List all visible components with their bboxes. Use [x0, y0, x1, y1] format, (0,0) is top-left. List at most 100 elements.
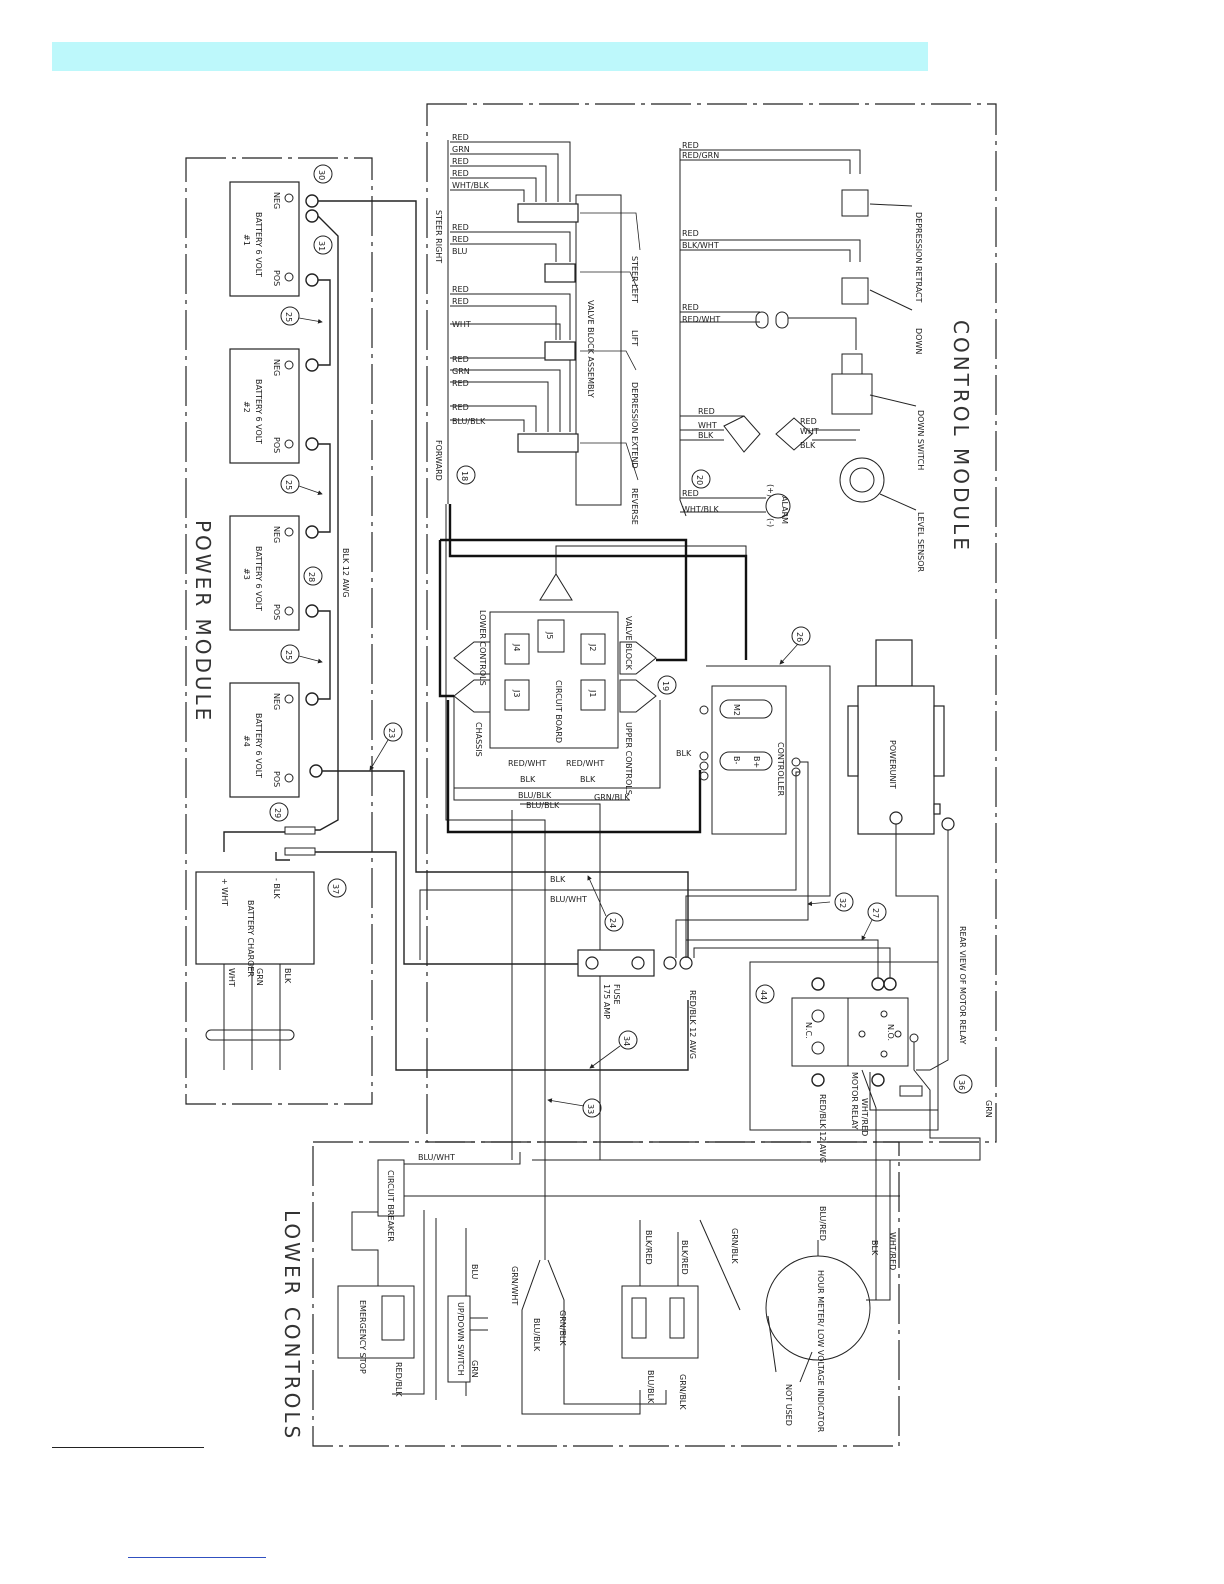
circuit-board-label: CIRCUIT BOARD [554, 680, 563, 743]
forward-label: FORWARD [434, 440, 443, 481]
lc-wire-10: BLU/BLK [646, 1370, 655, 1404]
rs-wire-d0: RED [698, 407, 715, 416]
wire-blk-1: BLK [520, 775, 536, 784]
vb-wire-lift-0: RED [452, 223, 469, 232]
lift-label: LIFT [630, 330, 639, 346]
vb-wire-bot-2: RED [452, 379, 469, 388]
battery-charger [195, 871, 315, 965]
charger-plus: + WHT [220, 878, 229, 906]
cb-j3: J3 [512, 689, 521, 697]
battery-3-num: #3 [242, 568, 251, 580]
alarm-plus: (+) [766, 484, 775, 497]
cb-upper-controls: UPPER CONTROLS [624, 722, 633, 795]
battery-4 [229, 682, 300, 798]
lc-wire-6: BLU [470, 1264, 479, 1280]
power-module-border [185, 157, 373, 1105]
lc-wire-0: BLU/WHT [418, 1153, 455, 1162]
callout-30: 30 [317, 170, 326, 180]
not-used-label: NOT USED [784, 1384, 793, 1426]
battery-1 [229, 181, 300, 297]
vb-wire-dep-2: WHT [452, 320, 471, 329]
vb-wire-lift-1: RED [452, 235, 469, 244]
valve-block-assembly [575, 194, 622, 506]
rs-wire-d1: WHT [698, 421, 717, 430]
motor-relay-label: MOTOR RELAY [850, 1072, 859, 1130]
alarm-label: ALARM [780, 496, 789, 524]
control-module-title: CONTROL MODULE [949, 320, 973, 553]
lc-wire-9: BLU/BLK [532, 1318, 541, 1352]
motor-relay-nc: N.C. [804, 1022, 813, 1039]
fuse-rating: 175 AMP [602, 984, 611, 1019]
battery-3-neg: NEG [272, 526, 281, 543]
lc-wire-12: RED/BLK [394, 1362, 403, 1397]
vb-wire-bot-0: RED [452, 355, 469, 364]
rs-wire-f1: WHT/BLK [682, 505, 719, 514]
wire-redblk12: RED/BLK 12 AWG [688, 990, 697, 1059]
battery-2-pos: POS [272, 437, 281, 453]
vb-wire-bot-3: RED [452, 403, 469, 412]
lc-wire-5: GRN/WHT [510, 1266, 519, 1305]
charger-minus: - BLK [272, 878, 281, 899]
rs-wire-c0: RED [682, 303, 699, 312]
motor-relay-rear-view: REAR VIEW OF MOTOR RELAY [958, 926, 967, 1045]
lower-controls-title: LOWER CONTROLS [280, 1210, 304, 1441]
battery-1-pos: POS [272, 270, 281, 286]
wire-blublk-1: BLU/BLK [518, 791, 552, 800]
power-module-title: POWER MODULE [191, 520, 215, 723]
level-sensor-label: LEVEL SENSOR [916, 512, 925, 573]
vb-wire-dep-0: RED [452, 285, 469, 294]
lc-wire-3: BLK/RED [680, 1240, 689, 1275]
vb-wire-top-2: RED [452, 157, 469, 166]
alarm-minus: (-) [766, 518, 775, 527]
callout-23: 23 [387, 728, 396, 738]
updown-switch [447, 1295, 471, 1383]
powerunit-label: POWERUNIT [888, 740, 897, 789]
callout-33: 33 [586, 1104, 595, 1114]
rs-wire-b0: RED [682, 229, 699, 238]
battery-3 [229, 515, 300, 631]
vb-wire-bot-1: GRN [452, 367, 470, 376]
battery-4-label: BATTERY 6 VOLT [254, 713, 263, 778]
battery-3-pos: POS [272, 604, 281, 620]
vb-wire-bot-4: BLU/BLK [452, 417, 486, 426]
battery-1-label: BATTERY 6 VOLT [254, 212, 263, 277]
battery-4-neg: NEG [272, 693, 281, 710]
callout-32: 32 [838, 898, 847, 908]
callout-28: 28 [307, 572, 316, 582]
fuse-label: FUSE [612, 984, 621, 1005]
steer-left-label: STEER LEFT [630, 256, 639, 303]
rs-wire-a1: RED/GRN [682, 151, 719, 160]
rs-wire-b1: BLK/WHT [682, 241, 719, 250]
lc-wire-13: BLK [870, 1240, 879, 1256]
battery-4-pos: POS [272, 771, 281, 787]
emergency-stop [337, 1285, 415, 1359]
wire-blk12: BLK 12 AWG [341, 548, 350, 598]
wire-redwht-2: RED/WHT [566, 759, 604, 768]
vb-wire-top-4: WHT/BLK [452, 181, 489, 190]
footnote-rule [52, 1447, 204, 1448]
wire-blk-3: BLK [676, 749, 692, 758]
cb-lower-controls: LOWER CONTROLS [478, 610, 487, 686]
updown-switch-label: UP/DOWN SWITCH [456, 1302, 465, 1376]
depression-retract-label: DEPRESSION RETRACT [914, 212, 923, 303]
battery-2 [229, 348, 300, 464]
cb-j1: J1 [588, 689, 597, 697]
rs-wire-c1: RED/WHT [682, 315, 720, 324]
controller [711, 685, 787, 835]
motor-relay-no: N.O. [886, 1024, 895, 1041]
lc-wire-7: GRN [470, 1360, 479, 1378]
down-switch-label: DOWN SWITCH [916, 410, 925, 470]
callout-26: 26 [795, 632, 804, 642]
callout-37: 37 [331, 884, 340, 894]
callout-34: 34 [622, 1036, 631, 1046]
cb-chassis: CHASSIS [474, 722, 483, 757]
battery-2-num: #2 [242, 401, 251, 413]
callout-19: 19 [661, 681, 670, 691]
rs-wire-d2: BLK [698, 431, 714, 440]
wire-grnblk-1: GRN/BLK [594, 793, 630, 802]
charger-label: BATTERY CHARGER [246, 900, 255, 977]
valve-block-label: VALVE BLOCK ASSEMBLY [586, 300, 595, 398]
callout-25a: 25 [284, 312, 293, 322]
wire-blk-4: BLK [550, 875, 566, 884]
down-label: DOWN [914, 328, 923, 354]
